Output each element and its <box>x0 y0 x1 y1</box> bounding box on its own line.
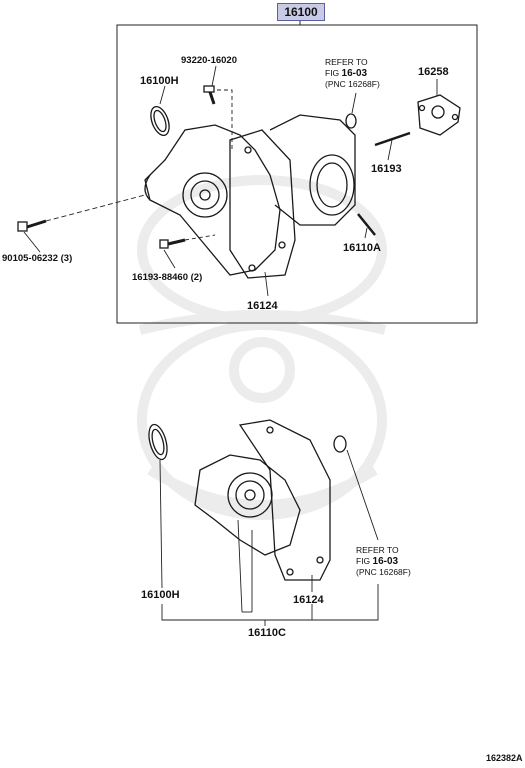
label-stud-16110a: 16110A <box>343 242 381 254</box>
label-bolt-top: 93220-16020 <box>181 55 237 66</box>
header-part-number: 16100 <box>277 3 325 21</box>
refer-line3-lower: (PNC 16268F) <box>356 567 411 577</box>
refer-note-upper: REFER TO FIG 16-03 (PNC 16268F) <box>325 57 380 90</box>
upper-drawing <box>17 85 461 279</box>
refer-note-lower: REFER TO FIG 16-03 (PNC 16268F) <box>356 545 411 578</box>
label-stud-16193: 16193 <box>371 163 402 175</box>
lower-leaders <box>159 449 379 626</box>
label-bolt-left: 90105-06232 (3) <box>2 253 73 264</box>
label-gasket-16124-upper: 16124 <box>247 300 278 312</box>
refer-line1: REFER TO <box>325 57 368 67</box>
refer-line1-lower: REFER TO <box>356 545 399 555</box>
refer-line3: (PNC 16268F) <box>325 79 380 89</box>
label-gasket-16258: 16258 <box>418 66 449 78</box>
refer-line2: FIG 16-03 <box>325 68 368 79</box>
label-gasket-16124-lower: 16124 <box>293 594 324 606</box>
label-assembly-16110c: 16110C <box>248 627 286 639</box>
footer-code: 162382A <box>486 753 523 763</box>
lower-drawing <box>148 419 347 581</box>
upper-leaders <box>23 65 438 297</box>
refer-line2-lower: FIG 16-03 <box>356 556 399 567</box>
watermark-emblem <box>137 175 387 520</box>
label-bolt-bottom: 16193-88460 (2) <box>132 272 203 283</box>
upper-frame <box>116 24 478 324</box>
label-oring-lower: 16100H <box>141 589 180 601</box>
label-oring-upper: 16100H <box>140 75 179 87</box>
